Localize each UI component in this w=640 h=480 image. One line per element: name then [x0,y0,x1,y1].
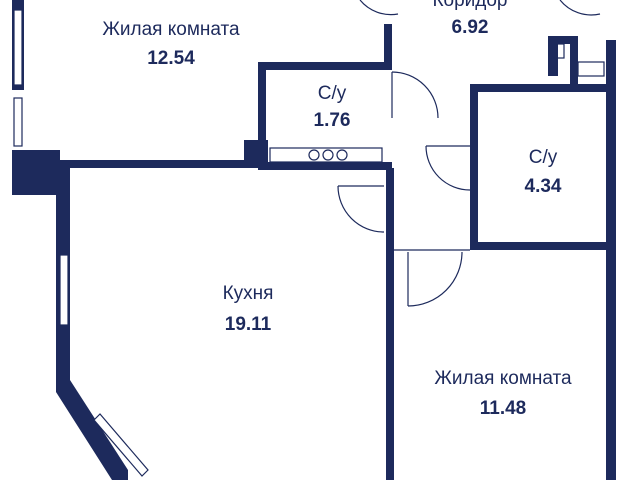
room-bathroom-2: С/у 4.34 [525,147,562,197]
room-corridor: Коридор 6.92 [432,0,507,38]
room-area: 6.92 [452,17,489,38]
windows [13,9,149,477]
room-living-1: Жилая комната 12.54 [102,19,240,69]
room-area: 19.11 [225,314,272,335]
room-bathroom-1: С/у 1.76 [314,83,351,131]
room-area: 11.48 [480,398,527,419]
room-name: С/у [529,147,558,168]
room-area: 4.34 [525,176,562,197]
room-area: 1.76 [314,110,351,131]
room-living-2: Жилая комната 11.48 [434,368,572,419]
doors [337,0,601,307]
room-name: Жилая комната [434,368,572,389]
room-name: С/у [318,83,347,104]
room-name: Коридор [432,0,507,11]
room-area: 12.54 [147,48,195,69]
fixtures [269,43,605,163]
room-name: Кухня [223,283,274,304]
room-name: Жилая комната [102,19,240,40]
walls [12,0,616,480]
room-kitchen: Кухня 19.11 [223,283,274,335]
